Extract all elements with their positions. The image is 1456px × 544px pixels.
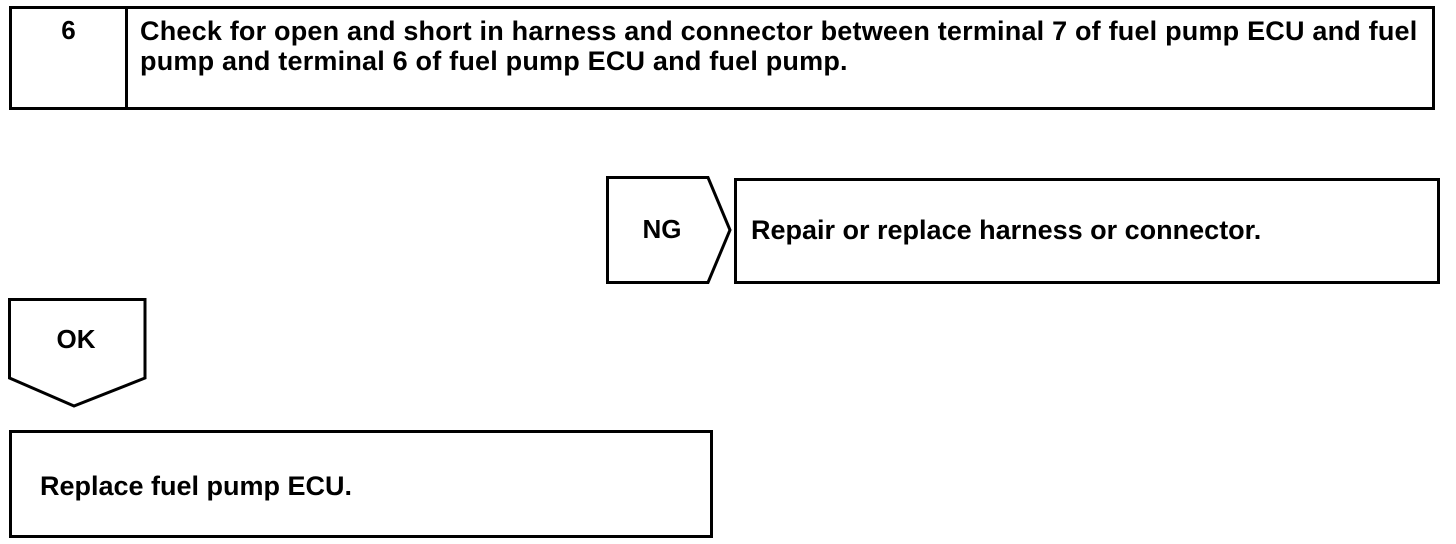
ng-action-text: Repair or replace harness or connector. — [751, 215, 1262, 245]
step-box: 6 Check for open and short in harness an… — [9, 6, 1435, 110]
ng-arrow-shape — [606, 176, 732, 284]
ok-arrow-shape — [8, 298, 147, 408]
ng-action-box: Repair or replace harness or connector. — [734, 178, 1440, 284]
step-title: Check for open and short in harness and … — [140, 16, 1418, 76]
ok-action-box: Replace fuel pump ECU. — [9, 430, 713, 538]
step-number: 6 — [12, 9, 128, 107]
ng-label: NG — [642, 214, 682, 244]
ng-tag: NG — [606, 176, 732, 284]
ok-tag: OK — [8, 298, 148, 410]
ok-action-text: Replace fuel pump ECU. — [40, 471, 353, 501]
ok-label: OK — [56, 324, 96, 354]
